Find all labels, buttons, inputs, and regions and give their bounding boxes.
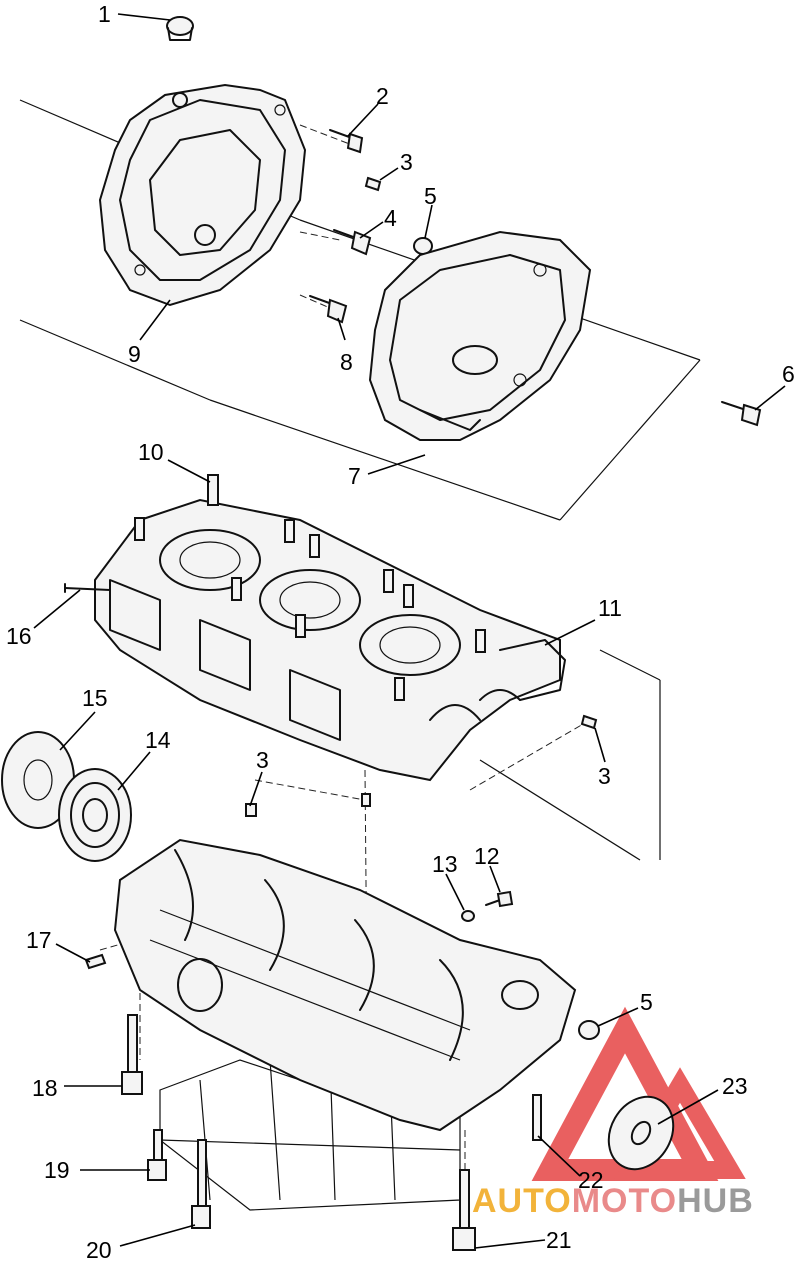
callout-labels: 1 2 3 4 5 6 7 8 9 10 11 16 15 14 3 3 13 … xyxy=(6,1,795,1263)
callout-14: 14 xyxy=(145,727,171,753)
part-6-bolt xyxy=(721,401,762,427)
callout-18: 18 xyxy=(32,1075,58,1101)
part-1-plug xyxy=(166,16,194,41)
lower-crankcase xyxy=(113,838,577,1132)
callout-1: 1 xyxy=(98,1,111,27)
part-3-pin-top xyxy=(364,176,382,192)
part-14-seal xyxy=(58,768,132,862)
part-3-dowel-right xyxy=(580,714,598,730)
part-20-stud xyxy=(191,1139,211,1229)
callout-17: 17 xyxy=(26,927,52,953)
callout-3-top: 3 xyxy=(400,149,413,175)
part-3-dowel-center xyxy=(245,793,371,817)
callout-8: 8 xyxy=(340,349,353,375)
callout-6: 6 xyxy=(782,361,795,387)
leader-lines xyxy=(33,13,786,1249)
part-8-bolt xyxy=(309,295,348,324)
callout-11: 11 xyxy=(598,595,622,621)
callout-23: 23 xyxy=(722,1073,748,1099)
part-5-bushing-bottom xyxy=(578,1020,600,1040)
callout-16: 16 xyxy=(6,623,32,649)
callout-2: 2 xyxy=(376,83,389,109)
part-12-bolt xyxy=(485,890,514,908)
part-23-gasket xyxy=(607,1095,675,1171)
part-19-stud xyxy=(147,1129,167,1181)
watermark-moto: MOTO xyxy=(572,1182,677,1220)
callout-5-top: 5 xyxy=(424,183,437,209)
part-7-rear-cover xyxy=(368,230,592,441)
callout-4: 4 xyxy=(384,205,397,231)
part-21-stud xyxy=(452,1169,476,1251)
callout-19: 19 xyxy=(44,1157,70,1183)
callout-9: 9 xyxy=(128,341,141,367)
upper-crankcase xyxy=(94,474,566,782)
watermark-auto: AUTO xyxy=(472,1182,572,1220)
callout-22: 22 xyxy=(578,1167,604,1193)
part-17-pin xyxy=(84,953,107,970)
svg-text:AUTOMOTOHUB: AUTOMOTOHUB xyxy=(472,1182,754,1220)
callout-20: 20 xyxy=(86,1237,112,1263)
callout-5-bottom: 5 xyxy=(640,989,653,1015)
part-16-stud xyxy=(64,583,111,593)
callout-12: 12 xyxy=(474,843,500,869)
watermark-text: AUTOMOTOHUB xyxy=(472,1182,754,1220)
part-2-bolt xyxy=(329,129,364,154)
part-22-stud xyxy=(532,1094,542,1141)
part-4-bolt xyxy=(333,229,372,256)
part-13-washer xyxy=(461,910,475,922)
callout-21: 21 xyxy=(546,1227,572,1253)
callout-15: 15 xyxy=(82,685,108,711)
watermark-hub: HUB xyxy=(677,1182,754,1220)
callout-10: 10 xyxy=(138,439,164,465)
callout-7: 7 xyxy=(348,463,361,489)
callout-3-right: 3 xyxy=(598,763,611,789)
callout-3-center: 3 xyxy=(256,747,269,773)
callout-13: 13 xyxy=(432,851,458,877)
part-9-front-cover xyxy=(98,83,307,307)
part-18-stud xyxy=(121,1014,143,1095)
